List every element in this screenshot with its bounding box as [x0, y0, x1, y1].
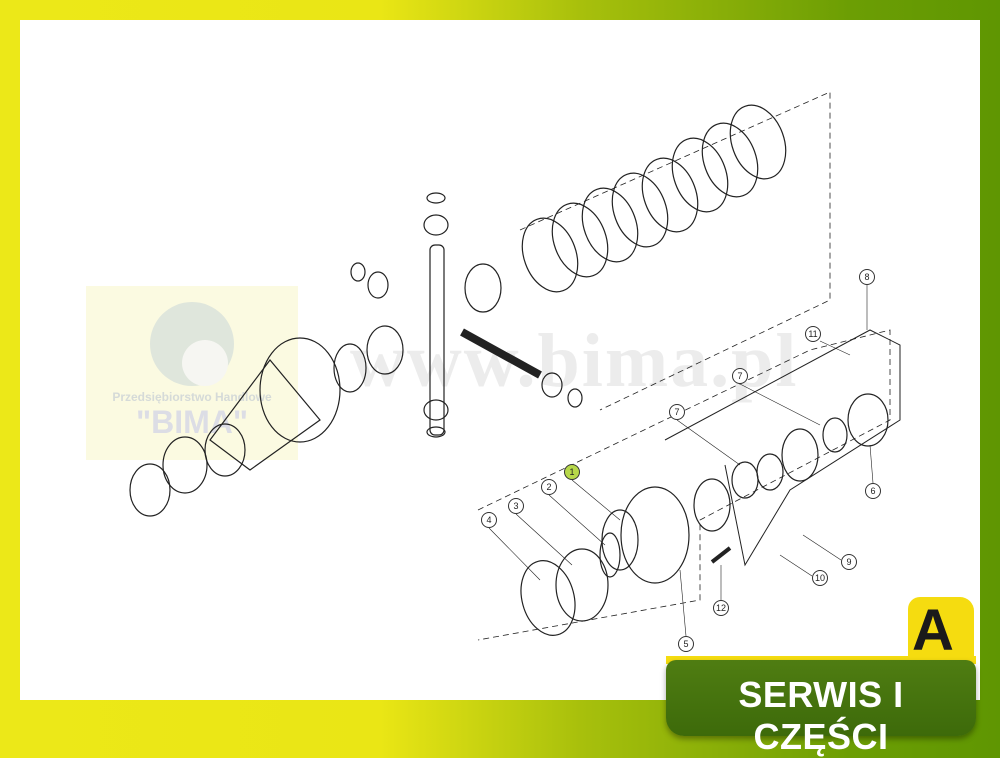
- bearing-center: [693, 478, 731, 532]
- clutch-pack-frame: [519, 91, 831, 411]
- gear-left: [129, 463, 171, 517]
- bearing-cup: [781, 428, 819, 482]
- bevel-gear-large: [464, 263, 502, 313]
- differential-housing: [204, 337, 341, 477]
- watermark-name: "BIMA": [135, 404, 249, 440]
- part-label-8[interactable]: 8: [859, 269, 875, 285]
- seal-1: [601, 509, 639, 571]
- logo-circle-inner: [182, 340, 228, 386]
- pinion-right: [541, 372, 563, 398]
- snap-ring-4: [520, 560, 576, 636]
- washer-top: [426, 192, 446, 204]
- badge-letter: A: [912, 598, 954, 663]
- part-label-9[interactable]: 9: [841, 554, 857, 570]
- pinion-top: [423, 214, 449, 236]
- pinion-left: [367, 271, 389, 299]
- spacer-7c: [822, 417, 848, 453]
- bracket-8: [664, 329, 901, 567]
- part-label-6[interactable]: 6: [865, 483, 881, 499]
- part-label-1[interactable]: 1: [564, 464, 580, 480]
- lower-assembly-frame: [477, 329, 891, 641]
- cross-pin: [460, 328, 542, 379]
- bearing-left: [162, 436, 208, 494]
- washer-bottom: [426, 426, 446, 438]
- part-label-3[interactable]: 3: [508, 498, 524, 514]
- clutch-disk-stack: [521, 104, 787, 293]
- part-label-5[interactable]: 5: [678, 636, 694, 652]
- gear-6: [847, 393, 889, 447]
- side-gear: [366, 325, 404, 375]
- spacer-7b: [756, 453, 784, 491]
- bolt-12: [710, 546, 732, 564]
- pinion-bottom: [423, 399, 449, 421]
- badge-text: SERWIS I CZĘŚCI: [738, 674, 904, 757]
- service-parts-badge: SERWIS I CZĘŚCI: [666, 660, 976, 757]
- piston-3: [555, 548, 609, 622]
- watermark-company-line: Przedsiębiorstwo Handlowe: [112, 390, 272, 404]
- washer-plate: [333, 343, 367, 393]
- part-label-7[interactable]: 7: [732, 368, 748, 384]
- badge-yellow-tab: [908, 597, 974, 665]
- part-label-4[interactable]: 4: [481, 512, 497, 528]
- spider-shaft: [429, 244, 445, 436]
- part-label-10[interactable]: 10: [812, 570, 828, 586]
- washer-right: [567, 388, 583, 408]
- spacer-7a: [731, 461, 759, 499]
- part-label-12[interactable]: 12: [713, 600, 729, 616]
- part-label-2[interactable]: 2: [541, 479, 557, 495]
- washer-left: [350, 262, 366, 282]
- leader-lines: [488, 285, 874, 637]
- part-label-7b[interactable]: 7: [669, 404, 685, 420]
- part-label-11[interactable]: 11: [805, 326, 821, 342]
- flange-5: [620, 486, 690, 584]
- o-ring-2: [599, 532, 621, 578]
